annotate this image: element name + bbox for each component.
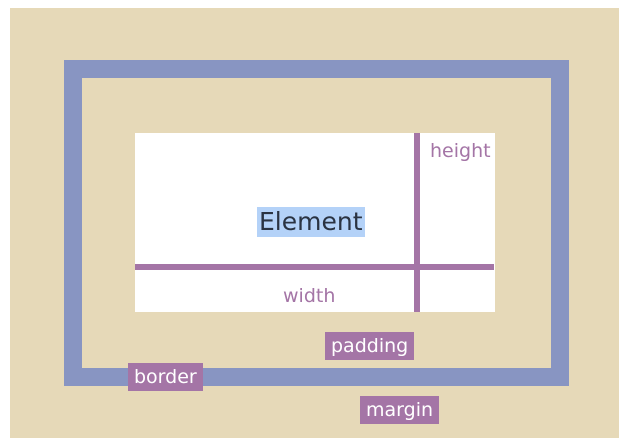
margin-tag: margin: [360, 396, 440, 424]
width-dimension-line: [135, 264, 494, 270]
element-label: Element: [257, 207, 365, 237]
height-dimension-line: [414, 133, 420, 312]
padding-tag: padding: [325, 332, 415, 360]
border-tag: border: [128, 363, 203, 391]
height-label: height: [430, 140, 491, 162]
width-label: width: [283, 285, 336, 307]
